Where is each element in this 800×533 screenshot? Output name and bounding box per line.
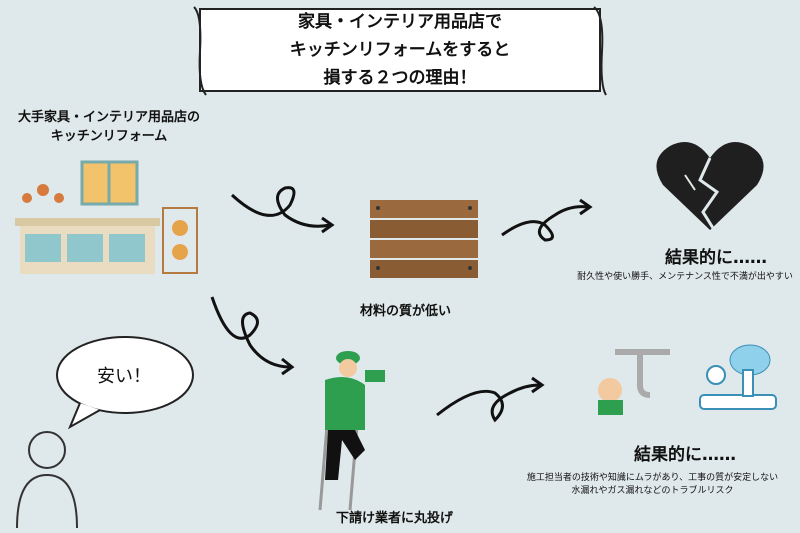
reason1-label: 材料の質が低い [360, 304, 452, 319]
worker-illustration [318, 351, 385, 511]
source-label: 大手家具・インテリア用品店の キッチンリフォーム [4, 108, 214, 146]
reason2-detail-line: 施工担当者の技術や知識にムラがあり、工事の質が安定しない [526, 473, 779, 483]
title-line: キッチンリフォームをすると [289, 40, 511, 60]
title-line: 損する２つの理由！ [323, 68, 477, 88]
title-banner [193, 6, 607, 96]
title-line: 家具・インテリア用品店で [298, 12, 502, 32]
reason2-detail-line: 水漏れやガス漏れなどのトラブルリスク [571, 486, 734, 496]
speech-bubble [56, 336, 194, 430]
source-label-line: 大手家具・インテリア用品店の [17, 110, 200, 125]
speech-text: 安い！ [97, 366, 151, 387]
arrow-icon [210, 296, 295, 376]
reason1-detail: 耐久性や使い勝手、メンテナンス性で不満が出やすい [577, 272, 793, 282]
kitchen-illustration [15, 160, 198, 274]
wood-board-illustration [370, 200, 478, 278]
reason2-label: 下請け業者に丸投げ [336, 511, 454, 526]
page-title: 家具・インテリア用品店で キッチンリフォームをすると 損する２つの理由！ [200, 8, 600, 92]
gas-pipe-illustration [699, 344, 777, 410]
leaking-sink-illustration [598, 349, 670, 415]
arrow-icon [501, 198, 593, 242]
arrow-icon [436, 376, 545, 423]
reason2-detail: 施工担当者の技術や知識にムラがあり、工事の質が安定しない 水漏れやガス漏れなどの… [510, 472, 795, 498]
reason1-result: 結果的に…… [665, 248, 767, 268]
person-icon [16, 431, 78, 529]
reason2-result: 結果的に…… [634, 445, 736, 465]
source-label-line: キッチンリフォーム [50, 129, 168, 144]
broken-heart-icon [656, 142, 764, 230]
arrow-icon [230, 186, 335, 234]
